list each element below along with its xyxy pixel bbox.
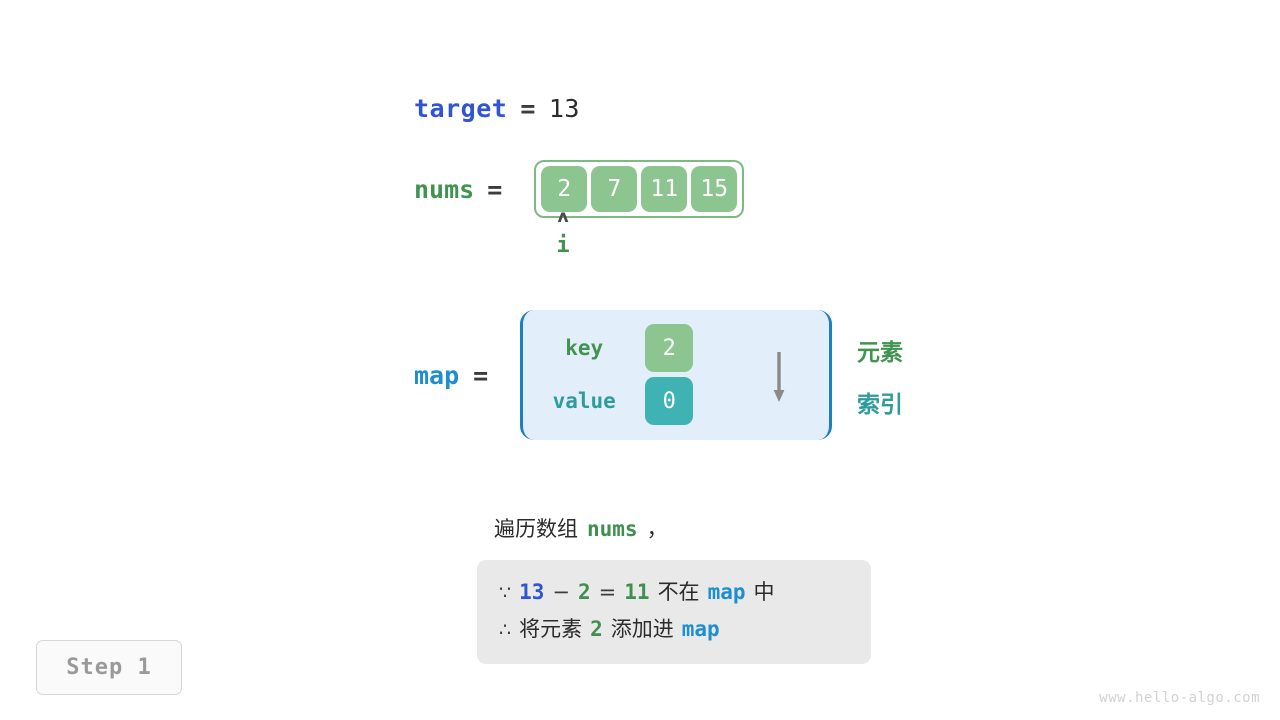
target-equals-sign: = [520, 94, 536, 123]
annotation-index: 索引 [857, 392, 903, 418]
watermark: www.hello-algo.com [1099, 690, 1260, 706]
caption-code-nums: nums [587, 517, 638, 541]
because-symbol-icon: ∵ [499, 582, 512, 604]
minus-operator: − [552, 580, 570, 604]
reasoning-line-conclusion: ∴ 将元素 2 添加进 map [499, 611, 849, 648]
conclusion-text-mid: 添加进 [610, 617, 674, 641]
watermark-text: www.hello-algo.com [1099, 690, 1260, 706]
nums-variable-label: nums [414, 174, 475, 204]
reasoning-line-premise: ∵ 13 − 2 = 11 不在 map 中 [499, 574, 849, 611]
map-equals-sign: = [473, 360, 489, 390]
array-cell: 2 [541, 166, 588, 212]
caption-text: 遍历数组 nums ， [494, 513, 668, 543]
equals-operator: = [598, 580, 617, 604]
premise-text-end: 中 [753, 580, 775, 604]
map-value-row: value 0 [523, 377, 829, 425]
map-annotations: 元素 索引 [857, 335, 903, 423]
conclusion-number: 2 [590, 617, 603, 641]
premise-code-map: map [707, 580, 746, 604]
step-badge: Step 1 [36, 640, 182, 695]
caption-suffix: ， [646, 517, 668, 541]
array-cell: 7 [591, 166, 638, 212]
map-declaration: map = key 2 value 0 [414, 310, 833, 440]
therefore-symbol-icon: ∴ [499, 619, 512, 641]
annotation-element: 元素 [857, 340, 903, 366]
conclusion-code-map: map [681, 617, 720, 641]
map-value-cell: 0 [645, 377, 694, 425]
caption-prefix: 遍历数组 [494, 517, 578, 541]
pointer-label-i: i [556, 233, 570, 258]
array-cell: 11 [641, 166, 688, 212]
map-container: key 2 value 0 [520, 310, 833, 440]
premise-text-mid: 不在 [657, 580, 700, 604]
map-variable-label: map [414, 360, 460, 390]
nums-array: 2 7 11 15 [534, 160, 745, 218]
reasoning-box: ∵ 13 − 2 = 11 不在 map 中 ∴ 将元素 2 添加进 map [477, 560, 871, 664]
array-cell: 15 [691, 166, 738, 212]
nums-equals-sign: = [487, 174, 503, 204]
target-value: 13 [548, 94, 580, 123]
map-key-row: key 2 [523, 324, 829, 372]
index-pointer: ʌ i [548, 208, 578, 260]
conclusion-text-start: 将元素 [519, 617, 583, 641]
target-variable-label: target [414, 94, 508, 123]
nums-declaration: nums = 2 7 11 15 [414, 160, 745, 218]
premise-complement: 11 [624, 580, 650, 604]
target-declaration: target = 13 [414, 94, 580, 123]
map-value-label: value [552, 389, 616, 413]
map-key-label: key [565, 336, 604, 360]
step-badge-label: Step 1 [66, 655, 152, 680]
premise-target-value: 13 [519, 580, 545, 604]
premise-current-value: 2 [578, 580, 591, 604]
pointer-caret-icon: ʌ [557, 207, 569, 227]
map-key-cell: 2 [645, 324, 694, 372]
